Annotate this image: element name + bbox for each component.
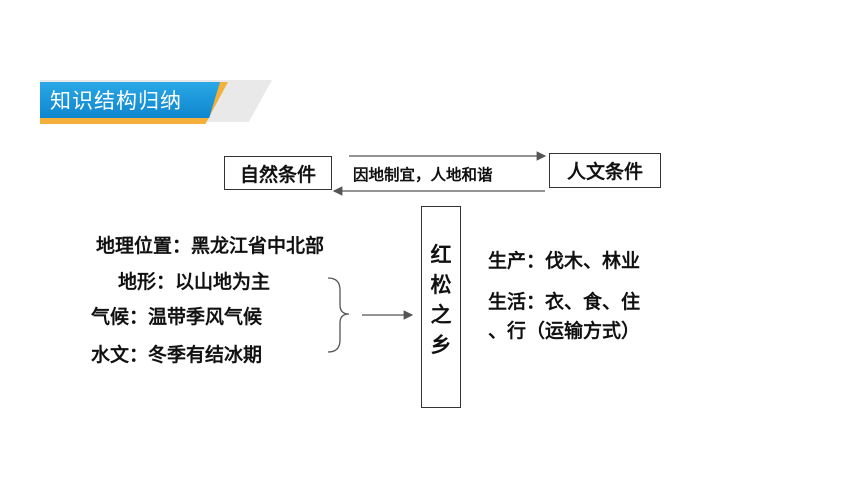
title-banner: 知识结构归纳	[40, 82, 220, 118]
natural-item-terrain: 地形：以山地为主	[118, 271, 271, 293]
natural-item-hydrology: 水文：冬季有结冰期	[91, 344, 263, 366]
natural-conditions-box: 自然条件	[224, 156, 332, 190]
natural-conditions-label: 自然条件	[239, 163, 316, 186]
page-title: 知识结构归纳	[50, 89, 182, 113]
human-conditions-box: 人文条件	[549, 153, 661, 188]
relation-label: 因地制宜，人地和谐	[353, 166, 493, 184]
natural-item-location: 地理位置：黑龙江省中北部	[96, 235, 325, 257]
human-item-life: 生活：衣、食、住	[488, 291, 641, 313]
human-conditions-label: 人文条件	[566, 161, 643, 183]
human-item-life-cont: 、行（运输方式）	[488, 320, 641, 342]
curly-brace	[327, 277, 350, 353]
center-char-1: 红	[430, 243, 452, 267]
center-theme-box: 红 松 之 乡	[421, 206, 461, 408]
center-char-4: 乡	[430, 333, 452, 357]
center-char-2: 松	[430, 273, 452, 297]
center-char-3: 之	[430, 303, 452, 327]
natural-item-climate: 气候：温带季风气候	[91, 306, 263, 328]
human-item-production: 生产：伐木、林业	[488, 250, 641, 272]
